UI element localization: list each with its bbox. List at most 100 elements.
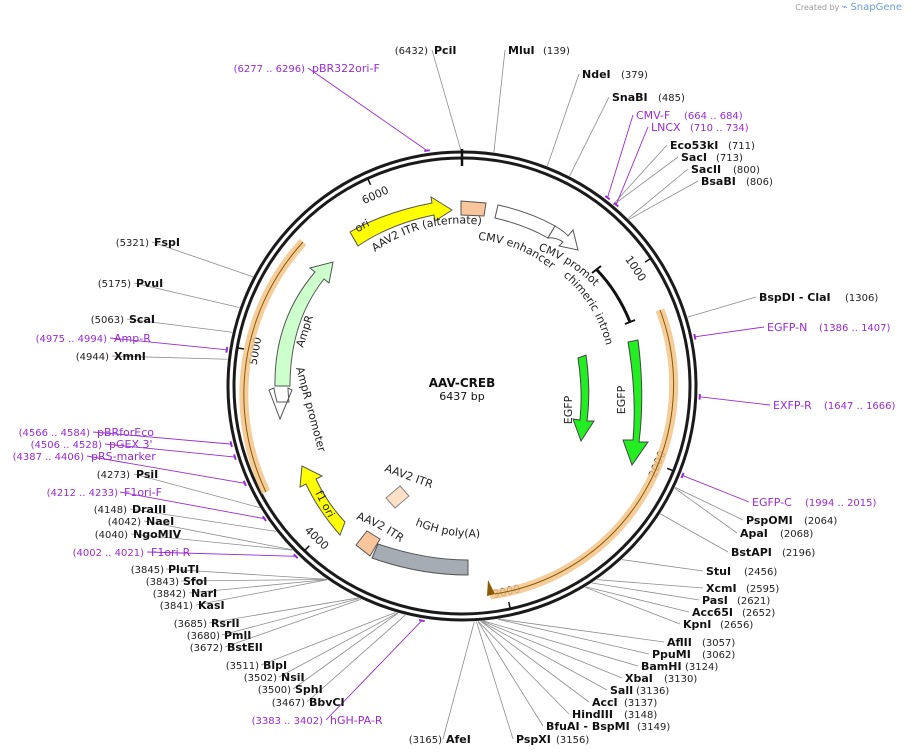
tick-mark — [644, 257, 652, 263]
snapgene-credit: Created by ⌁ SnapGene — [795, 2, 902, 13]
site-name: BsaBI — [701, 175, 736, 188]
site-name: AccI — [592, 696, 618, 709]
primer-mark — [680, 472, 685, 479]
site-leader-line — [613, 156, 679, 206]
site-leader-line — [165, 568, 327, 580]
site-pos: (3842) — [153, 589, 186, 600]
site-pos: (5321) — [116, 238, 149, 249]
site-leader-line — [133, 282, 240, 308]
site-pos: (3156) — [556, 735, 589, 746]
primer-mark — [604, 195, 611, 201]
primer-name: pBRforEco — [97, 426, 154, 439]
site-leader-line — [628, 180, 699, 220]
site-name: ApaI — [740, 527, 768, 540]
primer-name: pRS-marker — [91, 450, 156, 463]
site-name: PpuMI — [652, 648, 691, 661]
tick-label: 6000 — [360, 184, 391, 207]
site-name: HindIII — [572, 708, 613, 721]
itr-alternate-box — [460, 200, 487, 217]
site-name: PvuI — [136, 277, 163, 290]
site-pos: (3136) — [636, 686, 669, 697]
site-name: PluTI — [168, 563, 199, 576]
site-leader-line — [493, 49, 506, 153]
site-name: FspI — [154, 236, 180, 249]
primer-leader-line — [146, 551, 296, 557]
site-name: AfeI — [446, 733, 471, 746]
label-itr-light: AAV2 ITR — [383, 462, 435, 492]
intron-cap-end — [624, 319, 636, 325]
site-name: NarI — [191, 587, 217, 600]
site-leader-line — [569, 96, 610, 177]
primer-leader-lines — [86, 67, 771, 721]
site-pos: (2656) — [720, 620, 753, 631]
site-leader-line — [674, 487, 738, 534]
site-name: Acc65I — [692, 606, 733, 619]
site-pos: (4148) — [94, 505, 127, 516]
site-pos: (3680) — [187, 631, 220, 642]
primer-pos: (4387 .. 4406) — [13, 452, 85, 463]
site-leader-line — [195, 579, 328, 606]
site-name: SfoI — [183, 575, 207, 588]
tick-mark — [666, 467, 674, 472]
primer-name: EXFP-R — [773, 399, 812, 412]
site-name: PspOMI — [746, 514, 793, 527]
site-pos: (5063) — [91, 315, 124, 326]
egfp-inner-arrow — [572, 354, 595, 443]
site-pos: (713) — [716, 153, 743, 164]
site-pos: (711) — [728, 141, 755, 152]
primer-pos: (4566 .. 4584) — [19, 428, 91, 439]
site-pos: (3511) — [226, 661, 259, 672]
primer-leader-line — [607, 114, 634, 198]
site-name: PasI — [702, 594, 728, 607]
cmv-promoter-arrow — [547, 225, 579, 251]
site-name: Eco53kI — [670, 139, 718, 152]
site-leader-line — [143, 520, 293, 551]
site-leader-line — [442, 621, 475, 740]
site-leader-line — [477, 621, 544, 727]
site-leader-line — [546, 73, 580, 167]
tick-mark — [508, 601, 511, 609]
primer-pos: (710 .. 734) — [690, 123, 749, 134]
site-pos: (3672) — [190, 643, 223, 654]
site-pos: (3685) — [174, 619, 207, 630]
site-pos: (3841) — [160, 601, 193, 612]
primer-mark — [242, 480, 247, 487]
site-pos: (3137) — [624, 698, 657, 709]
tick-mark — [366, 178, 372, 186]
site-leader-lines — [111, 49, 757, 740]
plasmid-name: AAV-CREB — [429, 376, 496, 390]
site-pos: (3500) — [258, 685, 291, 696]
site-pos: (3845) — [131, 565, 164, 576]
site-name: NaeI — [146, 515, 174, 528]
site-pos: (3843) — [146, 577, 179, 588]
primer-leader-line — [109, 337, 227, 351]
tick-label: 1000 — [622, 253, 648, 283]
site-name: BfuAI - BspMI — [546, 720, 630, 733]
site-name: NgoMIV — [133, 528, 182, 541]
site-leader-line — [180, 579, 327, 582]
site-pos: (3467) — [272, 698, 305, 709]
primer-pos: (4975 .. 4994) — [36, 334, 108, 345]
site-leader-line — [431, 49, 462, 151]
site-name: PmlI — [224, 629, 251, 642]
credit-brand: SnapGene — [850, 2, 902, 13]
ampr-promoter-arrow — [268, 387, 293, 421]
site-name: PsiI — [136, 468, 158, 481]
primer-pos: (1386 .. 1407) — [819, 323, 891, 334]
primer-name: EGFP-C — [752, 496, 792, 509]
site-labels: (6432) PciI MluI (139) NdeI (379) SnaBI … — [76, 44, 879, 746]
site-pos: (1306) — [845, 293, 878, 304]
site-name: SalI — [610, 684, 633, 697]
primer-name: F1ori-F — [124, 486, 162, 499]
site-name: XcmI — [706, 582, 737, 595]
primer-mark — [424, 149, 430, 152]
site-name: BstAPI — [731, 546, 772, 559]
orf-highlight-arrow — [494, 309, 675, 595]
primer-mark — [233, 454, 237, 461]
cmv-enhancer-arrow — [494, 204, 556, 239]
site-leader-line — [188, 579, 328, 594]
site-leader-line — [129, 508, 277, 532]
site-leader-line — [133, 473, 260, 509]
site-leader-line — [477, 621, 570, 715]
